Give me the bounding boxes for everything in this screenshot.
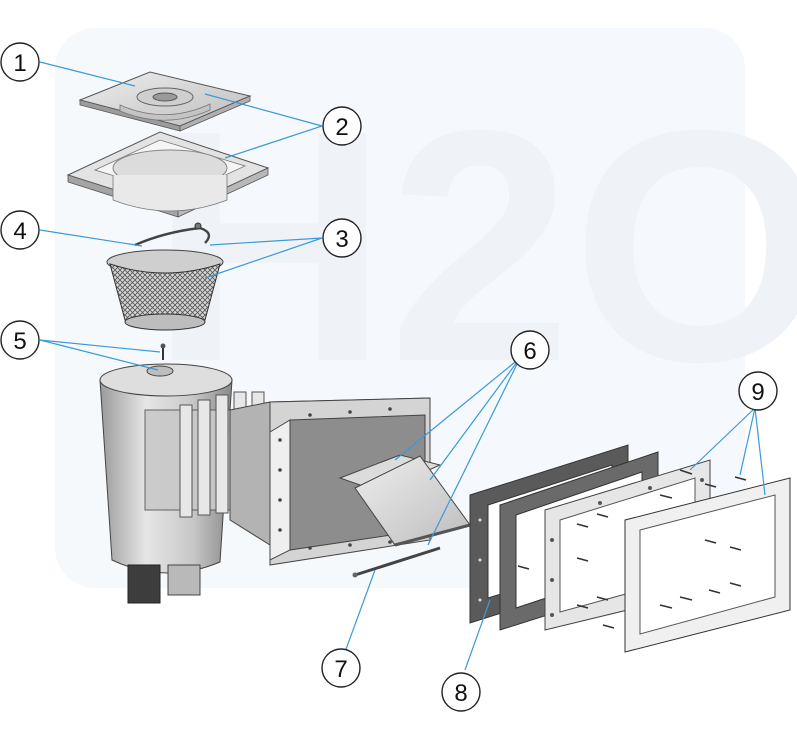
svg-text:5: 5: [13, 328, 26, 355]
leader-8: [464, 599, 491, 671]
flap-pin: [352, 546, 441, 578]
callout-6: 6: [510, 330, 550, 370]
svg-text:4: 4: [13, 218, 26, 245]
svg-text:8: 8: [454, 680, 467, 707]
leader-6a: [394, 357, 521, 461]
callout-5: 5: [0, 320, 40, 360]
leader-4: [39, 229, 143, 247]
svg-text:7: 7: [334, 656, 347, 683]
leader-2a: [204, 93, 323, 127]
callout-7: 7: [321, 648, 361, 688]
svg-text:1: 1: [13, 50, 26, 77]
skimmer-basket: [106, 249, 224, 331]
svg-text:3: 3: [335, 226, 348, 253]
leader-3a: [209, 237, 323, 246]
skimmer-lid: [78, 71, 252, 132]
callout-4: 4: [0, 210, 40, 250]
trim-frame: [624, 477, 791, 653]
body-screw: [160, 343, 166, 360]
callout-8: 8: [441, 672, 481, 712]
callout-2: 2: [322, 106, 362, 146]
callout-9: 9: [738, 371, 778, 411]
leader-9c: [754, 407, 766, 496]
svg-text:9: 9: [751, 379, 764, 406]
leader-9a: [689, 407, 756, 471]
skimmer-collar: [66, 131, 270, 218]
leader-7: [344, 569, 376, 653]
callout-1: 1: [0, 42, 40, 82]
callout-3: 3: [322, 218, 362, 258]
svg-text:2: 2: [335, 114, 348, 141]
svg-text:6: 6: [523, 338, 536, 365]
leader-lines: [39, 61, 766, 671]
svg-text:H2O: H2O: [150, 61, 797, 430]
basket-handle: [134, 222, 211, 247]
leader-2b: [224, 125, 323, 159]
leader-5b: [39, 339, 159, 371]
leader-6b: [429, 357, 521, 481]
leader-5a: [39, 339, 161, 353]
leader-3b: [204, 237, 323, 279]
leader-6c: [427, 357, 521, 546]
frame-screws: [517, 469, 747, 629]
leader-9b: [739, 407, 756, 476]
leader-1: [39, 61, 136, 87]
skimmer-body: [99, 363, 265, 604]
